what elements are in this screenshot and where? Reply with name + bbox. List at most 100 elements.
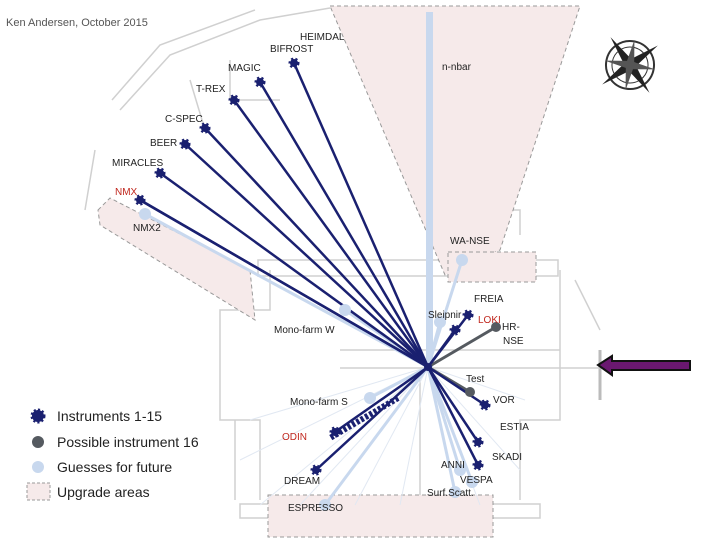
- instrument-marker: [134, 194, 146, 206]
- instrument-beam-line: [292, 62, 430, 368]
- instrument-marker: [228, 94, 240, 106]
- guess-marker: [434, 316, 446, 328]
- instrument-beam-line: [139, 198, 429, 369]
- guess-label: WA-NSE: [450, 236, 490, 247]
- instrument-marker: [472, 436, 484, 448]
- possible-beam-line: [427, 325, 497, 369]
- instrument-marker: [199, 122, 211, 134]
- legend: Instruments 1-15 Possible instrument 16 …: [26, 408, 199, 501]
- guess-label: VESPA: [460, 475, 493, 486]
- instrument-beam-line: [427, 365, 486, 407]
- instrument-marker: [288, 57, 300, 69]
- guess-marker: [454, 464, 466, 476]
- instrument-label: ESTIA: [500, 422, 529, 433]
- legend-upgrade: Upgrade areas: [26, 482, 150, 501]
- instrument-label: LOKI: [478, 315, 501, 326]
- svg-text:Upgrade areas: Upgrade areas: [57, 484, 150, 500]
- author-note: Ken Andersen, October 2015: [6, 17, 148, 29]
- guess-marker: [456, 254, 468, 266]
- possible-marker: [491, 322, 501, 332]
- guess-label: NMX2: [133, 223, 161, 234]
- faint-guide-line: [427, 366, 521, 471]
- instrument-beam-line: [426, 366, 480, 466]
- guess-beam-line: [426, 321, 442, 368]
- guess-label: Surf.Scatt.: [427, 488, 474, 499]
- guess-marker: [319, 499, 331, 511]
- guess-marker: [364, 392, 376, 404]
- instrument-label: C-SPEC: [165, 114, 203, 125]
- possible-label: HR-: [502, 322, 520, 333]
- possible-label: NSE: [503, 336, 524, 347]
- instrument-beam-line: [159, 171, 429, 369]
- upgrade-area-south: [267, 494, 494, 538]
- faint-guide-line: [299, 366, 429, 506]
- guess-label: ANNI: [441, 460, 465, 471]
- instrument-label: T-REX: [196, 84, 226, 95]
- instrument-beam-line: [315, 366, 429, 471]
- instrument-marker: [479, 399, 491, 411]
- faint-guide-line: [427, 366, 526, 401]
- n-nbar-guide: [426, 12, 433, 367]
- svg-text:Instruments 1-15: Instruments 1-15: [57, 408, 162, 424]
- instrument-beam-line: [184, 143, 429, 368]
- instrument-marker: [254, 76, 266, 88]
- guess-marker: [139, 208, 151, 220]
- upgrade-areas: [97, 5, 581, 538]
- instrument-label: FREIA: [474, 294, 504, 305]
- guess-label: ESPRESSO: [288, 503, 343, 514]
- instrument-label: BIFROST: [270, 44, 313, 55]
- odin-guide-segment: [328, 395, 400, 441]
- guess-marker: [466, 476, 478, 488]
- guess-label: Mono-farm S: [290, 397, 348, 408]
- possible-label: Test: [466, 374, 485, 385]
- legend-guesses: Guesses for future: [32, 459, 172, 475]
- guess-beam-line: [323, 366, 430, 506]
- instrument-marker: [154, 167, 166, 179]
- beam-lines: [139, 62, 526, 506]
- legend-instruments: Instruments 1-15: [30, 408, 162, 424]
- instrument-label: VOR: [493, 395, 515, 406]
- svg-text:Guesses for future: Guesses for future: [57, 459, 172, 475]
- instrument-beam-line: [334, 365, 429, 434]
- guess-beam-line: [426, 366, 474, 483]
- instrument-label: MAGIC: [228, 63, 261, 74]
- instrument-markers: [134, 57, 501, 511]
- incoming-beam-arrow: [596, 354, 691, 377]
- instrument-beam-line: [258, 81, 430, 368]
- faint-guide-line: [354, 366, 429, 506]
- instrument-beam-line: [426, 366, 480, 443]
- guess-label: n-nbar: [442, 62, 472, 73]
- instrument-beam-line: [232, 99, 430, 368]
- compass-rose-icon: [602, 37, 658, 93]
- hub-point: [424, 363, 432, 371]
- instrument-label: DREAM: [284, 476, 320, 487]
- upgrade-area-west: [97, 197, 256, 321]
- instrument-label: NMX: [115, 187, 138, 198]
- faint-guide-line: [399, 366, 429, 506]
- guess-beam-line: [144, 212, 429, 369]
- instrument-marker: [179, 138, 191, 150]
- guess-marker: [449, 486, 461, 498]
- possible-marker: [465, 387, 475, 397]
- guess-label: Sleipnir: [428, 310, 462, 321]
- instrument-label: MIRACLES: [112, 158, 163, 169]
- instrument-beam-line: [427, 314, 469, 368]
- instrument-beam-line: [204, 127, 429, 368]
- guess-beam-line: [369, 365, 429, 400]
- instrument-marker: [462, 309, 474, 321]
- instrument-marker: [310, 464, 322, 476]
- instrument-label: HEIMDAL: [300, 32, 345, 43]
- guess-label: Mono-farm W: [274, 325, 335, 336]
- instrument-label: SKADI: [492, 452, 522, 463]
- faint-guide-line: [249, 366, 429, 421]
- svg-text:Possible instrument 16: Possible instrument 16: [57, 434, 199, 450]
- instrument-label: BEER: [150, 138, 177, 149]
- instrument-marker: [472, 459, 484, 471]
- guess-marker: [339, 304, 351, 316]
- faint-guide-line: [259, 366, 429, 506]
- instrument-label: ODIN: [282, 432, 307, 443]
- instrument-marker: [449, 324, 461, 336]
- guess-beam-line: [426, 366, 457, 493]
